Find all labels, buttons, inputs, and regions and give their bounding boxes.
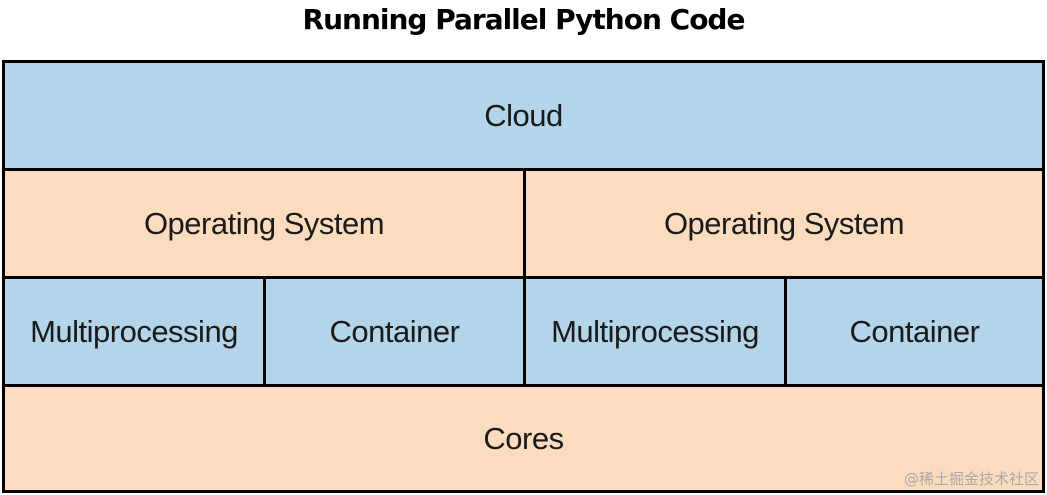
multiprocessing-block-right: Multiprocessing — [523, 276, 787, 387]
multiprocessing-block-left: Multiprocessing — [2, 276, 266, 387]
cloud-label: Cloud — [484, 97, 563, 133]
watermark: @稀土掘金技术社区 — [903, 470, 1039, 488]
container-label: Container — [329, 313, 460, 349]
cloud-layer: Cloud — [2, 60, 1045, 171]
multiprocessing-label: Multiprocessing — [30, 313, 238, 349]
diagram-title: Running Parallel Python Code — [302, 3, 746, 36]
cores-label: Cores — [483, 420, 564, 456]
multiprocessing-label: Multiprocessing — [551, 313, 759, 349]
container-block-right: Container — [784, 276, 1045, 387]
container-label: Container — [849, 313, 980, 349]
operating-system-label: Operating System — [663, 205, 905, 241]
operating-system-block-left: Operating System — [2, 168, 526, 279]
operating-system-label: Operating System — [143, 205, 385, 241]
cores-layer: Cores — [2, 384, 1045, 493]
container-block-left: Container — [263, 276, 526, 387]
operating-system-block-right: Operating System — [523, 168, 1045, 279]
